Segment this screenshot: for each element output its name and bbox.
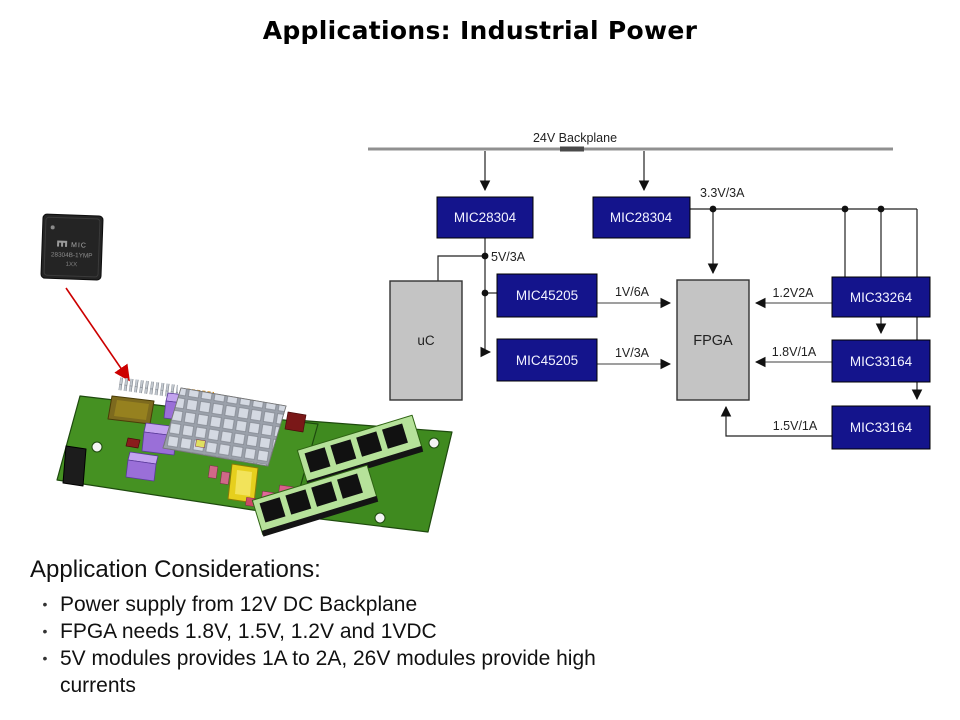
- list-item: • FPGA needs 1.8V, 1.5V, 1.2V and 1VDC: [30, 618, 670, 645]
- chip-photo: MIC 28304B-1YMP 1XX: [40, 213, 104, 281]
- diagram-wires: [368, 146, 923, 437]
- mounting-holes: [91, 437, 440, 524]
- node-mic28304-right: MIC28304: [592, 196, 691, 239]
- chip-marking-line3: 1XX: [65, 261, 77, 268]
- node-uc: uC: [389, 280, 463, 401]
- red-components: [125, 411, 307, 449]
- node-mic45205-top: MIC45205: [496, 273, 598, 318]
- list-item: • Power supply from 12V DC Backplane: [30, 591, 670, 618]
- node-label: FPGA: [693, 333, 733, 349]
- callout-arrow: [65, 287, 130, 382]
- dimm-module-2: [251, 464, 379, 537]
- rail-label-1v5: 1.5V/1A: [773, 419, 818, 433]
- pin-header-silver: [118, 377, 178, 398]
- yellow-connector: [227, 463, 259, 504]
- node-label: MIC33264: [850, 290, 913, 305]
- node-mic28304-left: MIC28304: [436, 196, 534, 239]
- junction-dots: [481, 205, 885, 297]
- node-label: MIC28304: [454, 210, 517, 225]
- node-label: MIC33164: [850, 354, 913, 369]
- heatsink: [162, 387, 287, 467]
- rail-label-1v3a: 1V/3A: [615, 346, 650, 360]
- bullet-text: FPGA needs 1.8V, 1.5V, 1.2V and 1VDC: [60, 620, 437, 643]
- application-considerations: Application Considerations: • Power supp…: [30, 556, 690, 699]
- board-photo: [56, 377, 453, 537]
- rail-label-1v6a: 1V/6A: [615, 285, 650, 299]
- node-mic33264: MIC33264: [831, 276, 931, 318]
- diagram-blocks: MIC28304 MIC28304 uC MIC45205 MIC45205 F…: [389, 196, 931, 450]
- pin1-dot: [50, 225, 55, 230]
- rail-label-1v2: 1.2V2A: [772, 286, 814, 300]
- node-label: MIC28304: [610, 210, 673, 225]
- backplane-bus-tap: [560, 146, 584, 152]
- bullet-icon: •: [42, 650, 48, 666]
- chip-marking-line1: MIC: [71, 242, 87, 250]
- bullet-text: Power supply from 12V DC Backplane: [60, 593, 418, 616]
- rail-labels: 24V Backplane 5V/3A 3.3V/3A 1V/6A 1V/3A …: [491, 131, 818, 433]
- chip-marking-line2: 28304B-1YMP: [51, 251, 93, 259]
- edge-connector: [62, 445, 87, 487]
- node-label: MIC33164: [850, 420, 913, 435]
- rail-label-3v3: 3.3V/3A: [700, 186, 745, 200]
- node-mic45205-bottom: MIC45205: [496, 338, 598, 382]
- page-title: Applications: Industrial Power: [262, 16, 698, 45]
- bus-label: 24V Backplane: [533, 131, 617, 145]
- bullet-text: 5V modules provides 1A to 2A, 26V module…: [60, 647, 596, 697]
- node-fpga: FPGA: [676, 279, 750, 401]
- regulator-chip-site: [107, 395, 155, 425]
- list-item: • 5V modules provides 1A to 2A, 26V modu…: [30, 645, 670, 699]
- rail-label-1v8: 1.8V/1A: [772, 345, 817, 359]
- bullet-icon: •: [42, 596, 48, 612]
- node-label: MIC45205: [516, 353, 578, 368]
- node-label: uC: [417, 333, 435, 348]
- bullet-icon: •: [42, 623, 48, 639]
- node-label: MIC45205: [516, 288, 578, 303]
- considerations-heading: Application Considerations:: [30, 556, 321, 583]
- node-mic33164-mid: MIC33164: [831, 339, 931, 383]
- node-mic33164-bottom: MIC33164: [831, 405, 931, 450]
- rail-label-5v: 5V/3A: [491, 250, 526, 264]
- micrel-logo: [57, 240, 68, 247]
